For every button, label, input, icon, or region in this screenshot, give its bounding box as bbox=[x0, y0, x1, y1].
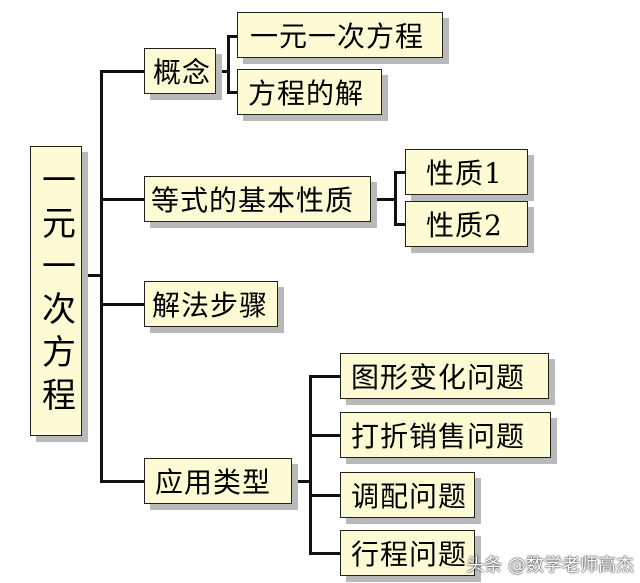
root-node: 一元一次方程 bbox=[30, 146, 82, 436]
connector bbox=[227, 35, 237, 38]
leaf-label: 打折销售问题 bbox=[351, 420, 526, 453]
branch-label: 解法步骤 bbox=[152, 289, 269, 322]
leaf-label: 性质2 bbox=[426, 209, 503, 242]
connector bbox=[100, 198, 144, 201]
leaf-node: 一元一次方程 bbox=[237, 12, 443, 58]
connector bbox=[292, 480, 311, 483]
connector bbox=[309, 434, 340, 437]
leaf-node: 图形变化问题 bbox=[340, 353, 549, 399]
branch-label: 等式的基本性质 bbox=[151, 184, 355, 217]
connector bbox=[309, 494, 340, 497]
watermark: 头条 @数学老师高杰 bbox=[466, 555, 634, 576]
branch-node-concept: 概念 bbox=[144, 48, 216, 94]
connector bbox=[100, 303, 144, 306]
connector bbox=[309, 552, 340, 555]
connector bbox=[227, 35, 230, 94]
leaf-label: 调配问题 bbox=[351, 480, 468, 513]
branch-label: 应用类型 bbox=[155, 466, 272, 499]
connector bbox=[394, 171, 405, 174]
leaf-label: 图形变化问题 bbox=[351, 361, 526, 394]
leaf-node: 行程问题 bbox=[340, 530, 475, 576]
branch-node-application-types: 应用类型 bbox=[144, 458, 292, 504]
connector bbox=[100, 70, 144, 73]
leaf-node: 打折销售问题 bbox=[340, 412, 551, 458]
leaf-label: 一元一次方程 bbox=[250, 20, 425, 53]
connector bbox=[100, 480, 144, 483]
leaf-node: 方程的解 bbox=[237, 69, 382, 115]
branch-label: 概念 bbox=[153, 56, 212, 89]
connector bbox=[371, 198, 396, 201]
root-label: 一元一次方程 bbox=[35, 162, 76, 420]
connector bbox=[227, 91, 237, 94]
connector bbox=[82, 274, 102, 277]
leaf-node: 性质1 bbox=[405, 149, 528, 195]
connector bbox=[309, 375, 340, 378]
connector bbox=[394, 223, 405, 226]
connector bbox=[216, 70, 229, 73]
connector bbox=[100, 70, 103, 482]
leaf-label: 性质1 bbox=[426, 157, 503, 190]
leaf-label: 方程的解 bbox=[248, 77, 365, 110]
leaf-node: 调配问题 bbox=[340, 472, 475, 518]
branch-node-solution-steps: 解法步骤 bbox=[144, 281, 278, 327]
connector bbox=[394, 171, 397, 226]
branch-node-equality-properties: 等式的基本性质 bbox=[144, 176, 371, 222]
leaf-label: 行程问题 bbox=[351, 538, 468, 571]
connector bbox=[309, 375, 312, 555]
leaf-node: 性质2 bbox=[405, 201, 528, 247]
